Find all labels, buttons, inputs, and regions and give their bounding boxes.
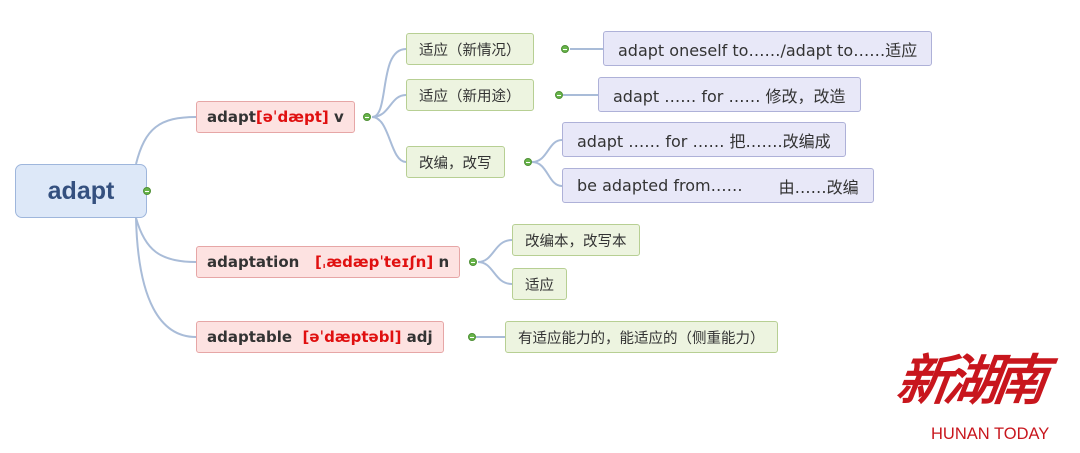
detail-node[interactable]: adapt oneself to……/adapt to……适应 xyxy=(603,31,933,66)
sense-label: 适应 xyxy=(525,277,554,294)
branch-phonetic: [əˈdæpt] xyxy=(255,108,329,126)
branch-node-adapt-verb[interactable]: adapt[əˈdæpt] v xyxy=(196,101,355,133)
link-root-adaptable xyxy=(135,217,197,338)
detail-text: 由……改编 xyxy=(778,177,859,197)
root-label: adapt xyxy=(47,176,115,205)
sense-label: 适应（新用途） xyxy=(419,88,521,105)
collapse-toggle-adaptation[interactable] xyxy=(469,258,477,266)
detail-text: adapt …… for …… 把…….改编成 xyxy=(577,131,831,151)
link-root-adaptation xyxy=(135,217,197,263)
sense-node[interactable]: 改编，改写 xyxy=(406,146,505,178)
sense-node[interactable]: 适应（新用途） xyxy=(406,79,534,111)
sense-node[interactable]: 改编本，改写本 xyxy=(512,224,640,256)
branch-node-adaptation-noun[interactable]: adaptation [ˌædæpˈteɪʃn] n xyxy=(196,246,461,278)
link-adapt-sense3 xyxy=(371,116,407,163)
branch-pos: v xyxy=(333,108,344,126)
sense-label: 改编，改写 xyxy=(419,155,492,172)
collapse-toggle-sense[interactable] xyxy=(524,158,532,166)
detail-node[interactable]: adapt …… for …… 把…….改编成 xyxy=(562,122,846,157)
collapse-toggle-sense[interactable] xyxy=(555,91,563,99)
link-sense3-detail2 xyxy=(531,161,563,187)
branch-pos: adj xyxy=(406,328,433,346)
branch-pos: n xyxy=(438,253,450,271)
sense-node[interactable]: 适应 xyxy=(512,268,567,300)
root-node-adapt[interactable]: adapt xyxy=(15,164,147,218)
sense-label: 适应（新情况） xyxy=(419,42,521,59)
watermark-logo-cn: 新湖南 xyxy=(892,348,1046,412)
branch-phonetic: [əˈdæptəbl] xyxy=(302,328,402,346)
link-adapt-sense1 xyxy=(371,48,407,118)
detail-text: adapt …… for …… 修改，改造 xyxy=(613,86,846,106)
collapse-toggle-adaptable[interactable] xyxy=(468,333,476,341)
branch-node-adaptable-adj[interactable]: adaptable [əˈdæptəbl] adj xyxy=(196,321,444,353)
branch-word: adaptation xyxy=(207,253,300,271)
detail-node[interactable]: be adapted from…… 由……改编 xyxy=(562,168,874,203)
sense-label: 有适应能力的，能适应的（侧重能力） xyxy=(518,330,765,347)
sense-label: 改编本，改写本 xyxy=(525,233,627,250)
watermark-logo-en: HUNAN TODAY xyxy=(931,425,1050,443)
detail-text: adapt oneself to……/adapt to……适应 xyxy=(618,40,918,60)
link-adaptation-sense2 xyxy=(477,261,513,285)
sense-node[interactable]: 适应（新情况） xyxy=(406,33,534,65)
branch-phonetic: [ˌædæpˈteɪʃn] xyxy=(314,253,434,271)
link-adaptation-sense1 xyxy=(477,239,513,263)
branch-word: adaptable xyxy=(207,328,293,346)
sense-node[interactable]: 有适应能力的，能适应的（侧重能力） xyxy=(505,321,778,353)
detail-node[interactable]: adapt …… for …… 修改，改造 xyxy=(598,77,861,112)
collapse-toggle-root[interactable] xyxy=(143,187,151,195)
link-adapt-sense2 xyxy=(371,94,407,118)
link-sense3-detail1 xyxy=(531,139,563,163)
detail-text: be adapted from…… xyxy=(577,176,743,195)
collapse-toggle-adapt-verb[interactable] xyxy=(363,113,371,121)
branch-word: adapt xyxy=(207,108,256,126)
collapse-toggle-sense[interactable] xyxy=(561,45,569,53)
link-root-adapt xyxy=(135,116,197,165)
